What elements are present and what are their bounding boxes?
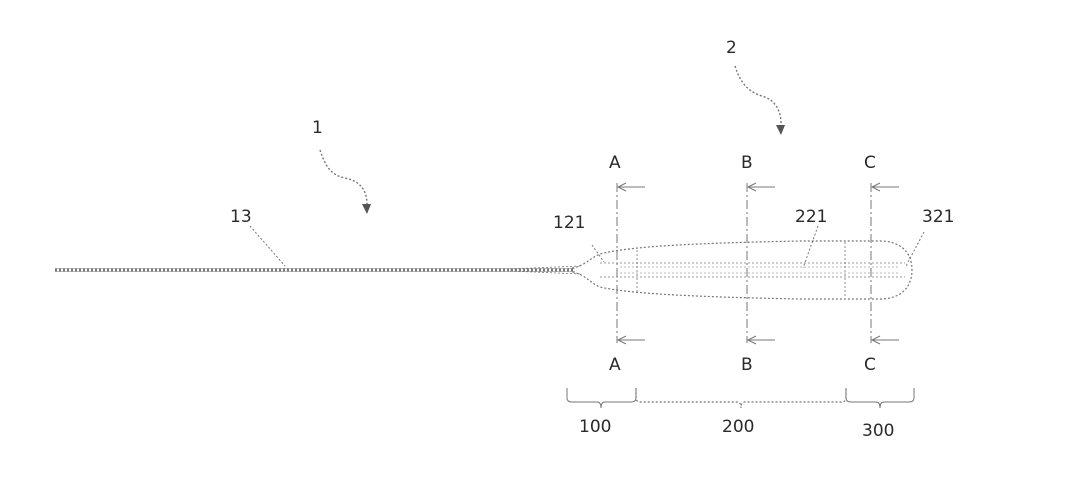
label-device-1: 1 — [312, 118, 323, 138]
label-region-300: 300 — [862, 421, 894, 441]
brace-200 — [635, 388, 847, 409]
section-c-top-label: C — [864, 153, 876, 173]
section-b-bottom-label: B — [741, 355, 753, 375]
section-b-top-label: B — [741, 153, 753, 173]
label-321: 321 — [922, 207, 954, 227]
reference-arrow-1 — [319, 149, 371, 214]
section-line-c — [870, 182, 899, 345]
device-body — [571, 240, 913, 300]
label-221: 221 — [795, 207, 827, 227]
leader-13 — [249, 225, 286, 267]
label-wire-13: 13 — [230, 207, 252, 227]
leader-221 — [802, 225, 819, 269]
leader-321 — [905, 231, 925, 267]
section-c-bottom-label: C — [864, 355, 876, 375]
section-a-bottom-label: A — [609, 355, 621, 375]
section-line-a — [616, 182, 645, 345]
label-region-200: 200 — [722, 417, 754, 437]
label-region-100: 100 — [579, 417, 611, 437]
label-121: 121 — [553, 213, 585, 233]
section-line-b — [746, 182, 775, 345]
wire — [55, 265, 581, 275]
leader-121 — [591, 244, 605, 263]
section-a-top-label: A — [609, 153, 621, 173]
brace-300 — [845, 388, 915, 409]
brace-100 — [566, 388, 637, 409]
reference-arrow-2 — [734, 65, 785, 135]
label-device-2: 2 — [726, 38, 737, 58]
